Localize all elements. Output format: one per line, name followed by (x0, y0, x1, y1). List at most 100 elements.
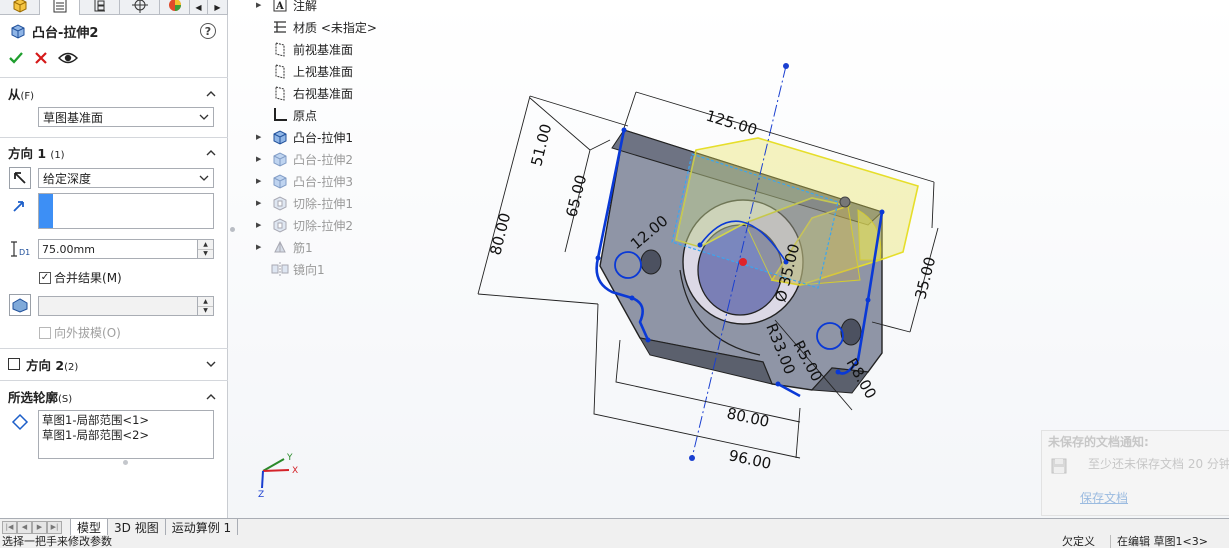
help-icon[interactable]: ? (200, 23, 216, 39)
tree-item-label: 上视基准面 (293, 64, 354, 79)
tree-item[interactable]: 上视基准面 (256, 61, 353, 81)
last-tab-icon[interactable]: ▶| (47, 520, 62, 534)
svg-text:D1: D1 (19, 248, 30, 257)
tree-item[interactable]: 右视基准面 (256, 83, 353, 103)
list-item[interactable]: 草图1-局部范围<1> (42, 413, 150, 427)
tab-dimxpert-manager[interactable] (120, 0, 160, 15)
tab-nav-buttons: |◀ ◀ ▶ ▶| (2, 520, 62, 534)
reverse-direction-icon (14, 172, 26, 184)
draft-button[interactable] (9, 294, 31, 316)
cancel-x-icon[interactable] (34, 51, 48, 65)
dimension-80-vertical[interactable]: 80.00 (486, 211, 514, 257)
tree-item-label: 注解 (293, 0, 318, 13)
tab-3d-view[interactable]: 3D 视图 (108, 518, 166, 536)
part-icon (13, 0, 26, 13)
dimension-125[interactable]: 125.00 (704, 107, 759, 140)
direction1-hotkey: (1) (50, 149, 65, 161)
expand-arrow-icon[interactable]: ▶ (256, 155, 262, 163)
display-manager-icon (168, 0, 181, 11)
tree-item[interactable]: ▶切除-拉伸1 (256, 193, 353, 213)
dimension-96[interactable]: 96.00 (727, 446, 773, 473)
draft-outward-hotkey: (O) (102, 326, 121, 340)
depth-input[interactable]: 75.00mm ▲▼ (38, 239, 214, 259)
tree-item[interactable]: ▶凸台-拉伸3 (256, 171, 353, 191)
merge-result-label: 合并结果 (54, 271, 103, 285)
tree-item[interactable]: ▶切除-拉伸2 (256, 215, 353, 235)
crosshair-icon (131, 0, 148, 13)
sketch-points (595, 127, 885, 387)
first-tab-icon[interactable]: |◀ (2, 520, 17, 534)
tab-property-manager[interactable] (40, 0, 80, 15)
tab-display-manager[interactable] (160, 0, 190, 15)
tree-item[interactable]: ▶凸台-拉伸2 (256, 149, 353, 169)
panel-splitter-handle[interactable] (230, 227, 235, 232)
dimension-65[interactable]: 65.00 (562, 173, 590, 219)
graphics-viewport[interactable]: 125.00 51.00 65.00 80.00 12.00 Ø 35.00 3… (230, 0, 1040, 518)
save-document-link[interactable]: 保存文档 (1080, 491, 1129, 505)
tree-item[interactable]: 镜向1 (256, 259, 325, 279)
tab-configuration-manager[interactable] (80, 0, 120, 15)
dimension-51[interactable]: 51.00 (527, 122, 555, 168)
spin-up-icon[interactable]: ▲ (203, 297, 208, 305)
from-select[interactable]: 草图基准面 (38, 107, 214, 127)
list-item[interactable]: 草图1-局部范围<2> (42, 428, 150, 442)
from-hotkey: (F) (20, 90, 35, 102)
expand-arrow-icon[interactable]: ▶ (256, 243, 262, 251)
expand-arrow-icon[interactable]: ▶ (256, 1, 262, 9)
tab-scroll-left[interactable]: ◀ (190, 0, 208, 15)
draft-outward-checkbox[interactable]: 向外拔模(O) (39, 324, 121, 341)
dimension-80-horizontal[interactable]: 80.00 (725, 404, 771, 431)
tab-scroll-right[interactable]: ▶ (208, 0, 228, 15)
draft-outward-label: 向外拔模 (54, 326, 103, 340)
tree-item[interactable]: ▶筋1 (256, 237, 313, 257)
draft-angle-input[interactable]: ▲▼ (38, 296, 214, 316)
tree-item[interactable]: 原点 (256, 105, 317, 125)
ok-check-icon[interactable] (8, 50, 24, 66)
chevron-up-icon[interactable] (204, 389, 218, 403)
expand-arrow-icon[interactable]: ▶ (256, 133, 262, 141)
tab-motion-study[interactable]: 运动算例 1 (166, 518, 239, 536)
direction2-checkbox[interactable] (8, 358, 20, 370)
status-message: 选择一把手来修改参数 (2, 535, 112, 548)
prev-tab-icon[interactable]: ◀ (17, 520, 32, 534)
status-definition: 欠定义 (1062, 535, 1095, 548)
plane-icon (270, 62, 290, 80)
tree-item[interactable]: 前视基准面 (256, 39, 353, 59)
boss-extrude-icon (270, 150, 290, 168)
direction1-section-header[interactable]: 方向 1 (1) (8, 143, 218, 161)
spin-down-icon[interactable]: ▼ (198, 305, 213, 316)
from-section-header[interactable]: 从(F) (8, 84, 218, 102)
expand-arrow-icon[interactable]: ▶ (256, 221, 262, 229)
chevron-down-icon[interactable] (204, 357, 218, 371)
chevron-up-icon[interactable] (204, 86, 218, 100)
notice-message: 至少还未保存文档 20 分钟 (1088, 457, 1229, 471)
tab-model[interactable]: 模型 (70, 518, 109, 536)
direction2-section-header[interactable]: 方向 2(2) (8, 355, 218, 373)
resize-handle[interactable] (123, 460, 128, 465)
merge-result-checkbox[interactable]: ✓ 合并结果(M) (39, 269, 122, 286)
plane-icon (270, 84, 290, 102)
tree-item-label: 右视基准面 (293, 86, 354, 101)
direction-vector-field[interactable] (38, 193, 214, 229)
preview-eye-icon[interactable] (58, 51, 78, 65)
end-condition-select[interactable]: 给定深度 (38, 168, 214, 188)
spin-down-icon[interactable]: ▼ (198, 248, 213, 259)
dimension-35[interactable]: 35.00 (911, 255, 939, 301)
expand-arrow-icon[interactable]: ▶ (256, 199, 262, 207)
tree-item-label: 前视基准面 (293, 42, 354, 57)
next-tab-icon[interactable]: ▶ (32, 520, 47, 534)
selected-contours-list[interactable]: 草图1-局部范围<1> 草图1-局部范围<2> (38, 410, 214, 459)
tree-item[interactable]: 材质 <未指定> (256, 17, 377, 37)
tab-feature-manager[interactable] (0, 0, 40, 15)
reverse-direction-button[interactable] (9, 167, 31, 189)
selected-contours-section-header[interactable]: 所选轮廓(S) (8, 387, 218, 405)
bottom-tab-bar: |◀ ◀ ▶ ▶| 模型 3D 视图 运动算例 1 (0, 518, 1229, 536)
feature-title-text: 凸台-拉伸2 (32, 25, 99, 41)
drag-handle[interactable] (839, 196, 851, 208)
chevron-up-icon[interactable] (204, 145, 218, 159)
spin-up-icon[interactable]: ▲ (203, 240, 208, 248)
rib-icon (270, 238, 290, 256)
expand-arrow-icon[interactable]: ▶ (256, 177, 262, 185)
tree-item[interactable]: ▶凸台-拉伸1 (256, 127, 353, 147)
